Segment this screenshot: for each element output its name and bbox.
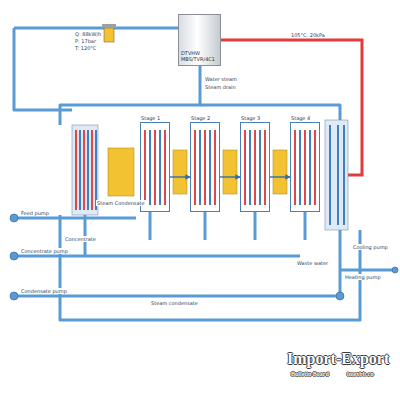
pipe-label: Concentrate [64,236,97,242]
vapor-connector [270,176,290,177]
pipe-label: Condensate pump [20,288,68,294]
pipe-label: Cooling pump [352,244,389,250]
evaporator-stage: Stage 2 [190,122,220,212]
pipe-label: Feed pump [20,210,50,216]
stage-heading: Stage 4 [291,115,310,121]
pipe-label: Steam drain [204,84,237,90]
stage-heading: Stage 1 [141,115,160,121]
evaporator-stage: Stage 3 [240,122,270,212]
vapor-connector [220,176,240,177]
pipe-label: 105°C, 20kPa [290,32,326,38]
pipe-label: Waste water [296,260,329,266]
evaporator-stage: Stage 4 [290,122,320,212]
compressor-cabinet: DTVHWMBS/TVR/4C1 [178,14,221,66]
vapor-connector [170,176,190,177]
pipe-label: Water steam [204,76,238,82]
pipe-label: Steam condensate [150,300,199,306]
pipe-label: T: 120°C [74,45,97,51]
stage-heading: Stage 2 [191,115,210,121]
pipe-label: Q: 88kW/h [74,31,102,37]
pipe-label: Heating pump [344,274,382,280]
pipe-label: P: 17bar [74,38,97,44]
equipment-label: MBS/TVR/4C1 [181,56,218,62]
pipe-label: Steam Condensate [96,200,146,206]
watermark: imexbb.cn [346,370,375,378]
stage-heading: Stage 3 [241,115,260,121]
pipe-label: Concentrate pump [20,248,69,254]
watermark: Bulletin Board [290,370,330,378]
equipment-label: DTVHW [181,50,218,56]
evaporator-stage: Stage 1 [140,122,170,212]
watermark: Import-Export [286,350,390,368]
